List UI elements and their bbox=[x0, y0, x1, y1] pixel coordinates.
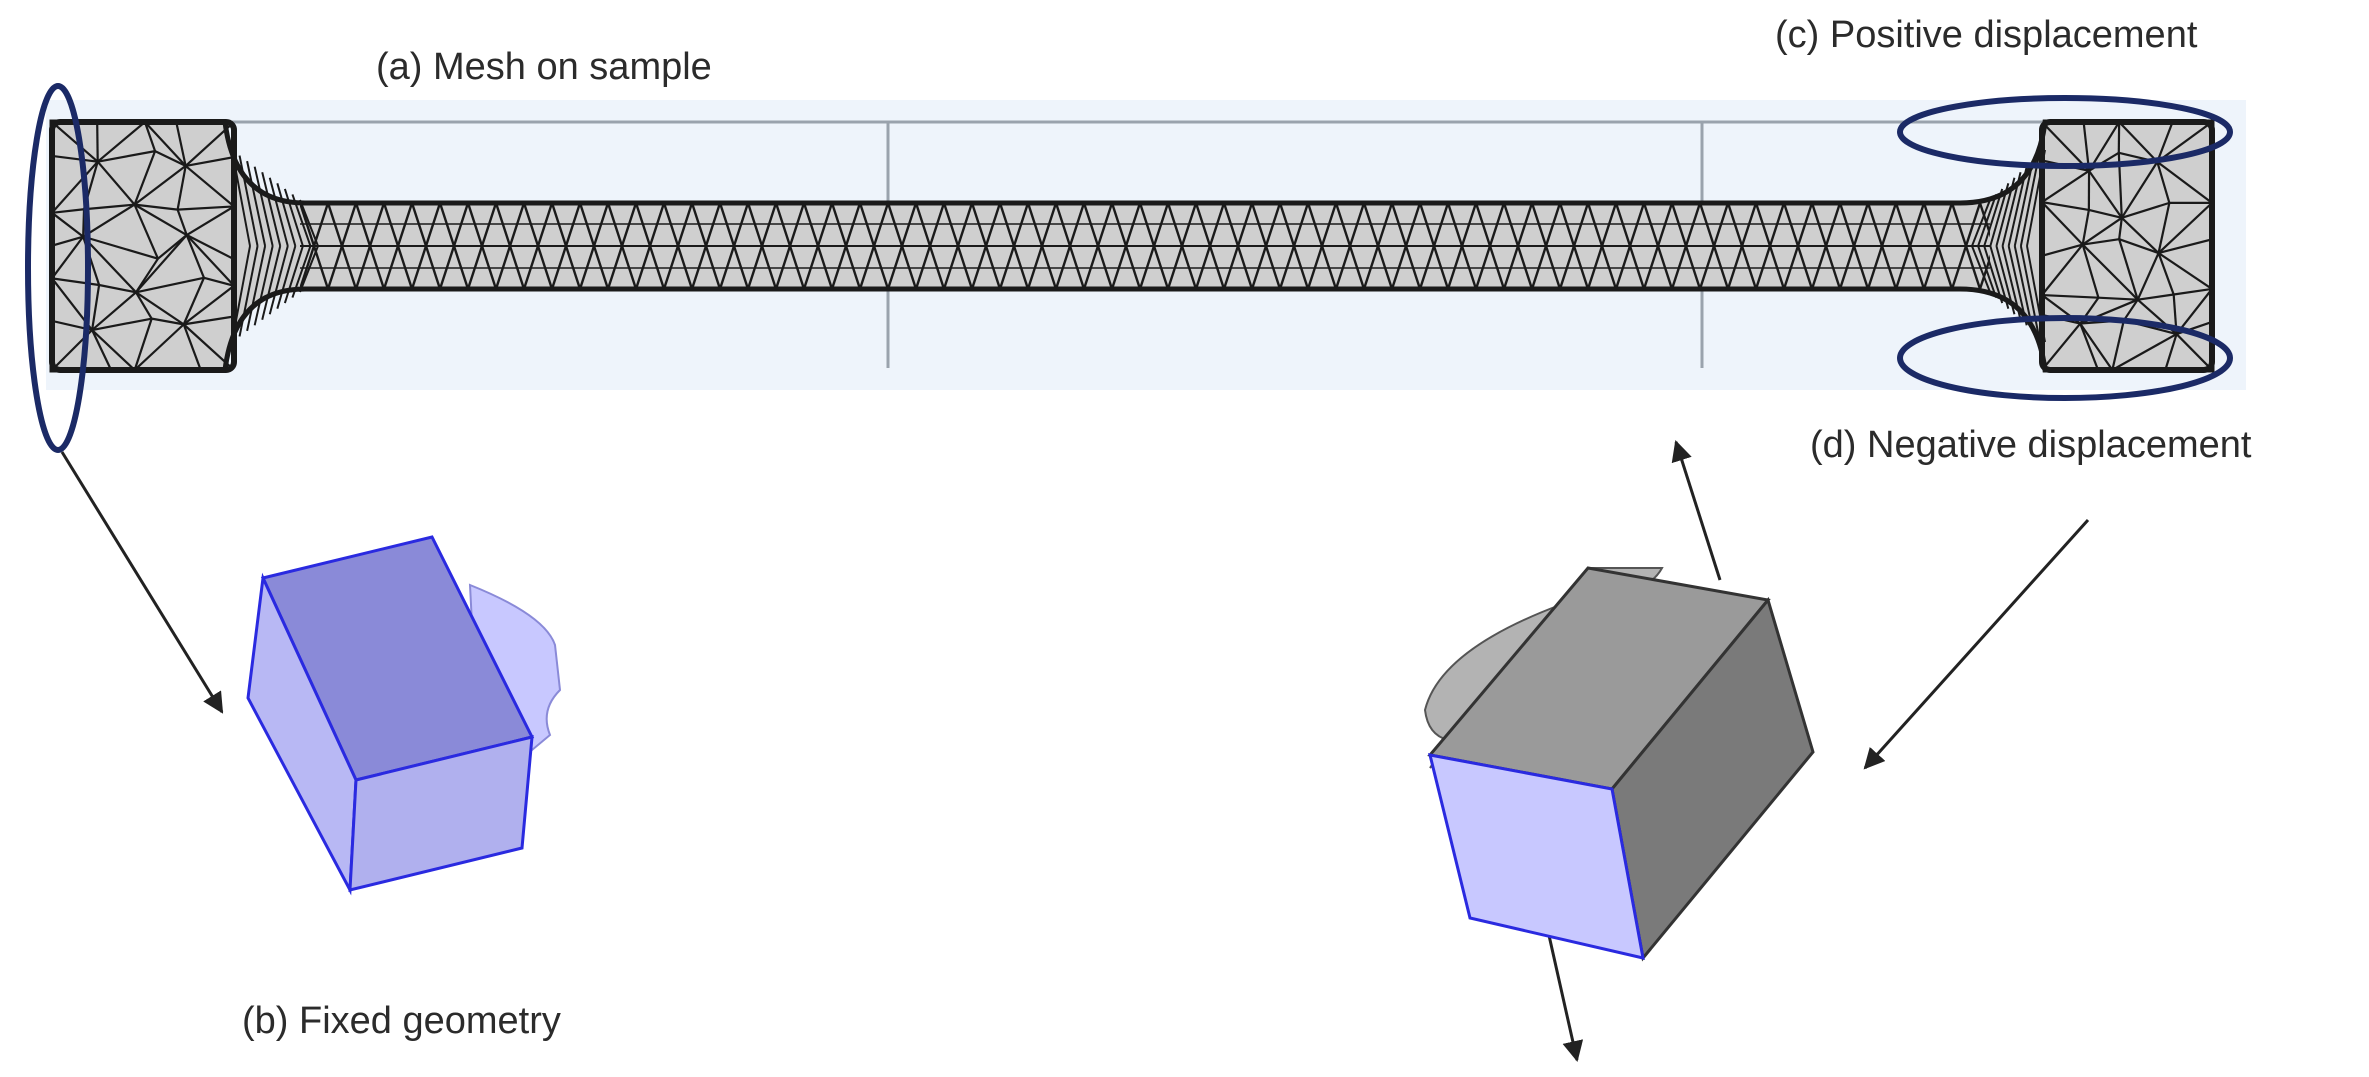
fixed-geometry-label: (b) Fixed geometry bbox=[242, 1000, 561, 1043]
negative-pointer-arrow bbox=[1865, 520, 2088, 768]
fixed-geometry-block bbox=[248, 537, 560, 890]
mesh-edge bbox=[97, 122, 98, 162]
negative-displacement-label: (d) Negative displacement bbox=[1810, 424, 2251, 467]
fixed-pointer-arrow bbox=[62, 452, 222, 712]
mesh-label: (a) Mesh on sample bbox=[376, 46, 712, 89]
positive-displacement-label: (c) Positive displacement bbox=[1775, 14, 2197, 57]
displacement-block bbox=[1425, 568, 1813, 958]
positive-direction-arrow bbox=[1676, 442, 1720, 580]
